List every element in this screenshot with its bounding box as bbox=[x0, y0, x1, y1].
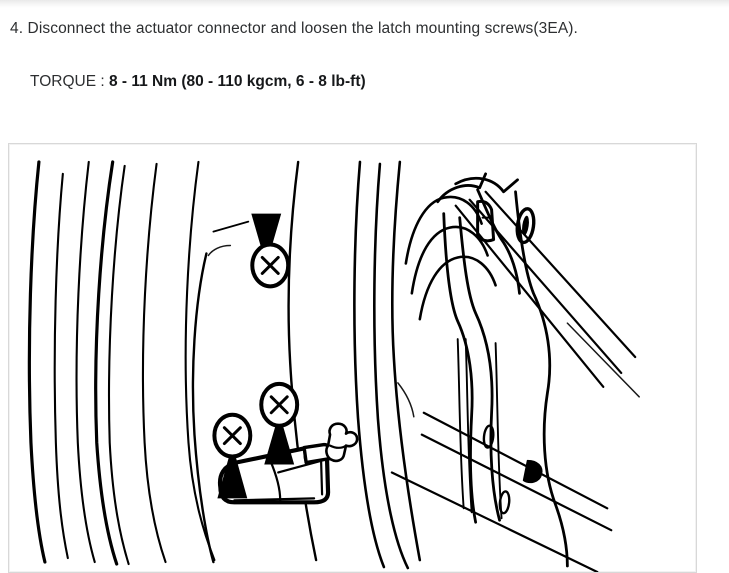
screw-callout-left bbox=[212, 412, 253, 499]
frame-lip-returns bbox=[404, 195, 497, 321]
door-frame-structure bbox=[436, 172, 569, 568]
door-skin-contours bbox=[27, 160, 119, 566]
trim-diagonal-lines bbox=[390, 190, 637, 572]
screw-callout-middle bbox=[259, 381, 300, 465]
screw-callout-top bbox=[212, 213, 291, 289]
figure-illustration bbox=[8, 143, 697, 573]
frame-lower-holes bbox=[482, 424, 543, 515]
figure-line-art bbox=[27, 160, 640, 572]
torque-specification: TORQUE : 8 - 11 Nm (80 - 110 kgcm, 6 - 8… bbox=[30, 72, 366, 92]
door-skin-contours-thin bbox=[53, 160, 216, 566]
step-instruction-text: 4. Disconnect the actuator connector and… bbox=[10, 20, 578, 37]
frame-mounting-holes bbox=[476, 199, 536, 245]
panel-hairlines bbox=[207, 244, 640, 418]
torque-label: TORQUE : bbox=[30, 73, 105, 90]
torque-value: 8 - 11 Nm (80 - 110 kgcm, 6 - 8 lb-ft) bbox=[108, 73, 366, 90]
connector-clip bbox=[325, 422, 359, 463]
weatherstrip-curves bbox=[353, 160, 422, 570]
